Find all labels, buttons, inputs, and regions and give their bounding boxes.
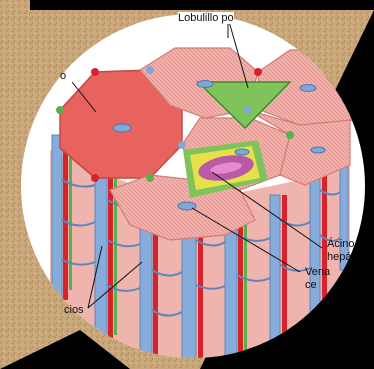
top-black-band — [30, 0, 374, 10]
label-left-partial: o — [60, 70, 66, 82]
label-central-vein-line1: Vena — [305, 266, 330, 278]
label-central-vein-line2: ce — [305, 279, 317, 291]
label-acinus-line2: hepá — [327, 251, 351, 263]
label-acinus-line1: Ácino — [327, 238, 355, 250]
label-sinusoids: cios — [64, 304, 84, 316]
label-classic-lobule: Lobulillo po — [178, 12, 234, 24]
